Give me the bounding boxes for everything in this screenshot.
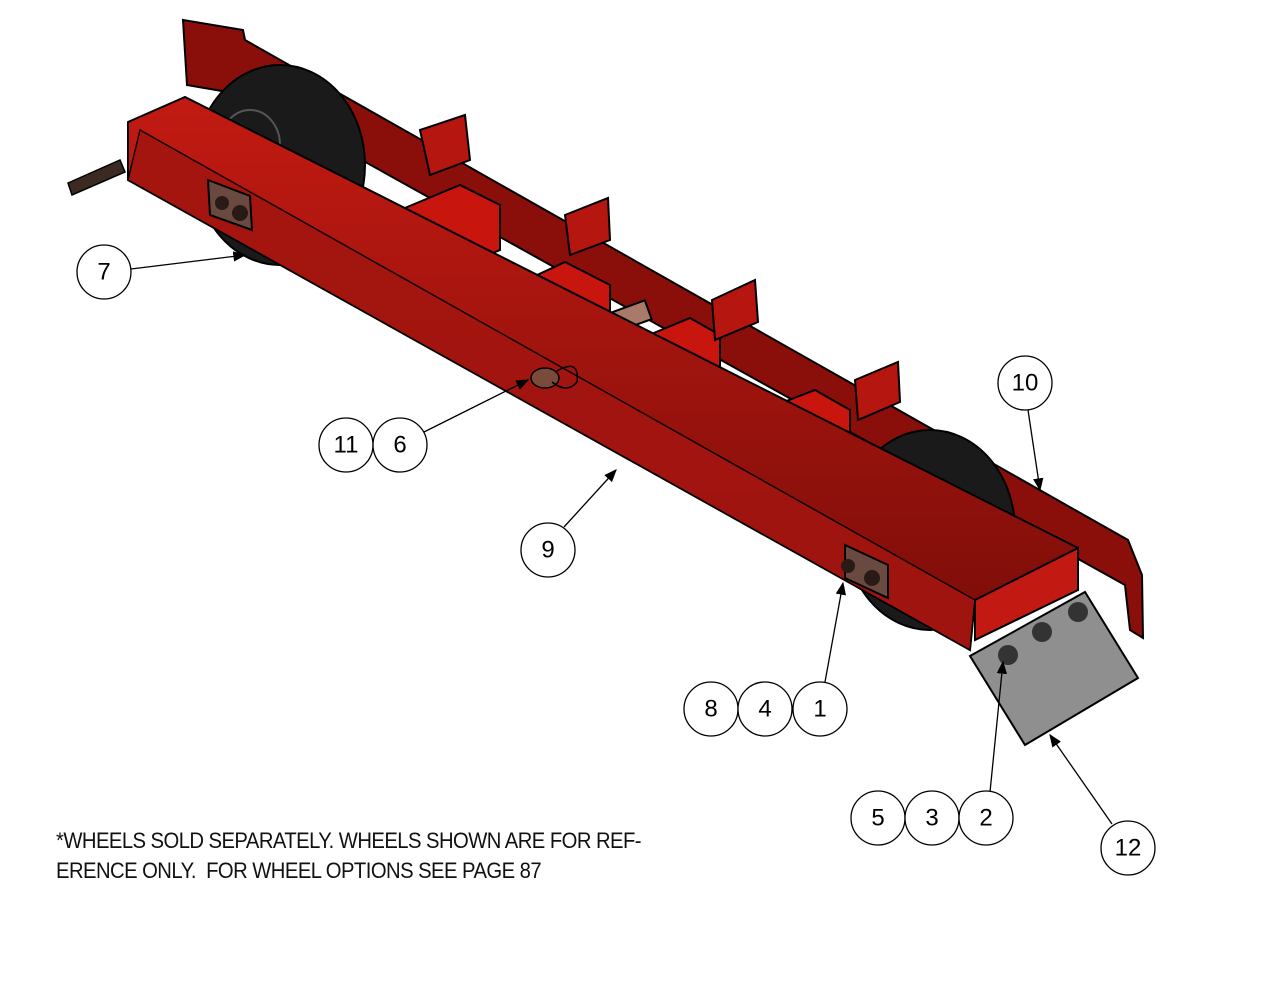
svg-text:3: 3	[925, 805, 938, 832]
front-side-rail	[127, 95, 1079, 652]
end-plate	[968, 590, 1140, 747]
callout-7: 7	[76, 244, 132, 300]
svg-text:12: 12	[1115, 835, 1142, 862]
callout-6: 6	[372, 417, 428, 473]
callout-9: 9	[520, 522, 576, 578]
wheels-note: *WHEELS SOLD SEPARATELY. WHEELS SHOWN AR…	[56, 826, 642, 886]
svg-text:8: 8	[704, 696, 717, 723]
callout-3: 3	[904, 790, 960, 846]
svg-text:6: 6	[393, 432, 406, 459]
note-line-1: *WHEELS SOLD SEPARATELY. WHEELS SHOWN AR…	[56, 828, 642, 853]
callout-10: 10	[997, 355, 1053, 411]
callout-1: 1	[792, 681, 848, 737]
callout-11: 11	[318, 417, 374, 473]
svg-text:4: 4	[758, 696, 771, 723]
callout-2: 2	[958, 790, 1014, 846]
pin-with-clip	[530, 365, 579, 389]
leader-lines	[130, 251, 1113, 825]
callout-4: 4	[737, 681, 793, 737]
svg-text:10: 10	[1012, 370, 1039, 397]
svg-text:1: 1	[813, 696, 826, 723]
note-line-2: ERENCE ONLY. FOR WHEEL OPTIONS SEE PAGE …	[56, 858, 542, 883]
axle-stub	[67, 159, 126, 197]
svg-text:9: 9	[541, 537, 554, 564]
callout-12: 12	[1100, 820, 1156, 876]
callout-8: 8	[683, 681, 739, 737]
svg-text:11: 11	[334, 432, 359, 459]
bearing-plate-rear	[206, 178, 254, 232]
callout-5: 5	[850, 790, 906, 846]
svg-text:7: 7	[97, 259, 110, 286]
svg-text:2: 2	[979, 805, 992, 832]
svg-text:5: 5	[871, 805, 884, 832]
bearing-plate-front	[841, 543, 889, 600]
